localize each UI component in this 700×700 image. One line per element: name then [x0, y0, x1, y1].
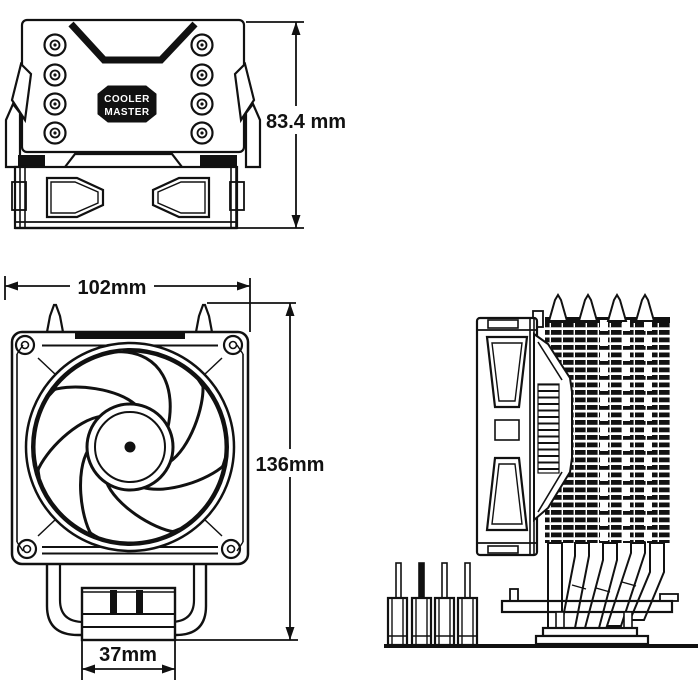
dim-arrow-up: [285, 303, 295, 316]
side-heat-pipes: [547, 542, 665, 629]
cooler-master-logo: COOLER MASTER: [97, 85, 157, 123]
dim-arrow-left: [82, 664, 95, 674]
standoff: [456, 562, 479, 647]
left-clip-hook: [4, 101, 22, 169]
base-pin: [110, 590, 117, 613]
dimension-label-136mm: 136mm: [256, 454, 325, 476]
height-dimension-83: 83.4 mm: [237, 21, 350, 229]
top-view-lower-body: [11, 152, 245, 230]
fan-corner-holes: [14, 334, 244, 560]
dim-arrow-right: [162, 664, 175, 674]
base-block: [80, 586, 177, 642]
dim-arrow-down: [291, 215, 301, 228]
standoff: [410, 562, 433, 647]
screw-holes: [43, 33, 214, 145]
height-dimension-136: 136mm: [175, 302, 325, 641]
mounting-bracket: [500, 588, 679, 630]
right-clip-hook: [244, 101, 262, 169]
logo-text-master: MASTER: [104, 107, 150, 118]
front-view: [10, 303, 250, 642]
mounting-standoffs: [386, 562, 479, 647]
dimension-label-102mm: 102mm: [78, 277, 147, 299]
base-pin: [136, 590, 143, 613]
logo-text-cooler: COOLER: [104, 94, 150, 105]
dim-arrow-left: [5, 281, 18, 291]
dimension-label-83mm: 83.4 mm: [266, 111, 346, 133]
side-view: [384, 293, 698, 648]
base-plate: [534, 626, 650, 646]
dim-arrow-up: [291, 22, 301, 35]
standoff: [386, 562, 409, 647]
heatsink-side-shroud: [533, 332, 573, 523]
base-width-dimension-37: 37mm: [81, 640, 176, 680]
dim-arrow-down: [285, 627, 295, 640]
top-notch: [68, 21, 198, 64]
side-fan-profile: [475, 310, 544, 557]
standoff: [433, 562, 456, 647]
fan-ring-inner: [31, 348, 229, 546]
side-heatpipe-tips: [547, 293, 656, 322]
width-dimension-102: 102mm: [4, 273, 251, 332]
fan-hub: [85, 402, 175, 492]
top-view: COOLER MASTER: [4, 18, 262, 230]
front-heatpipe-tip-left: [45, 303, 65, 334]
dimension-label-37mm: 37mm: [99, 644, 157, 666]
dim-arrow-right: [237, 281, 250, 291]
front-heatpipe-tip-right: [194, 303, 214, 334]
